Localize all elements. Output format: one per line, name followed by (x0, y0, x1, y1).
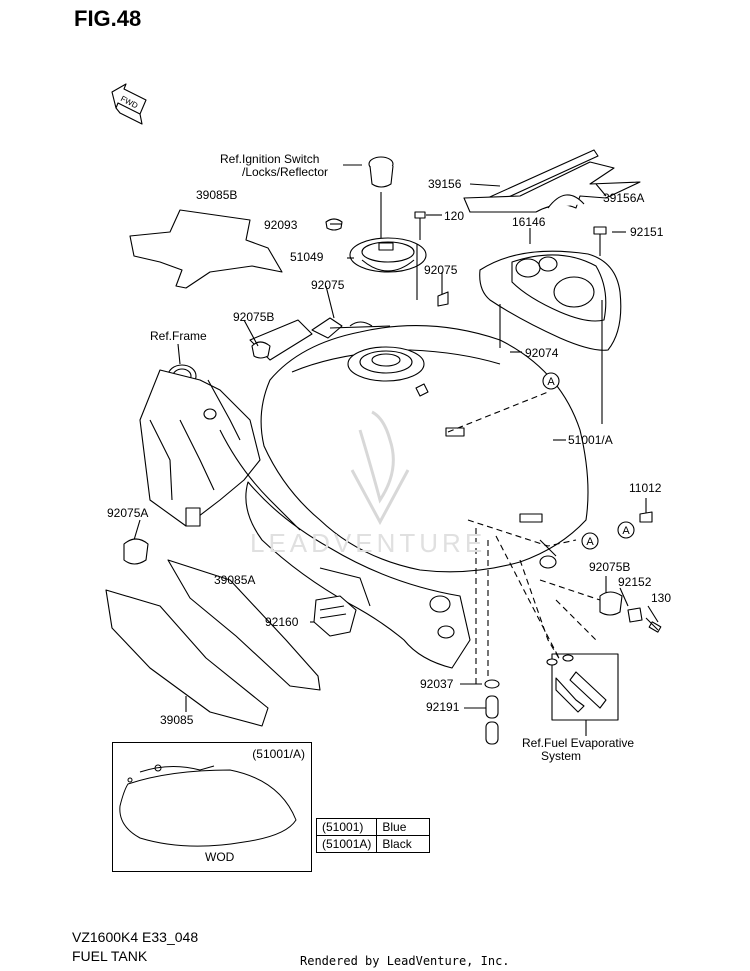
label-92075a: 92075A (107, 506, 149, 520)
clip-11012 (639, 511, 653, 523)
ignition-lock (368, 156, 394, 240)
hose-92191 (485, 695, 499, 745)
meter-cover-16146 (479, 250, 622, 351)
figure-title: FIG.48 (74, 6, 142, 31)
collar-92152 (627, 607, 643, 623)
fuel-evap-box (546, 653, 619, 736)
fwd-arrow-icon: FWD (111, 83, 147, 125)
label-92075b-right: 92075B (589, 560, 631, 574)
label-ref-ignition-2: /Locks/Reflector (242, 165, 329, 179)
watermark (350, 410, 410, 526)
cap-assembly-51049 (349, 237, 427, 273)
label-11012: 11012 (629, 481, 662, 495)
bolt-92151 (593, 226, 607, 256)
label-92152: 92152 (618, 575, 652, 589)
frame-outline (139, 319, 313, 527)
label-ref-fuel-2: System (541, 749, 582, 763)
label-16146: 16146 (512, 215, 546, 229)
strip-39156a (463, 161, 641, 213)
wod-sketch (119, 764, 297, 847)
label-92037: 92037 (420, 677, 454, 691)
model-code: VZ1600K4 E33_048 (72, 929, 199, 945)
label-51049: 51049 (290, 250, 324, 264)
label-39085b: 39085B (196, 188, 238, 202)
label-92151: 92151 (630, 225, 664, 239)
label-92093: 92093 (264, 218, 298, 232)
side-pad-39085 (105, 589, 269, 727)
color-value-cell: Blue (376, 818, 431, 836)
color-table: (51001) Blue (51001A) Black (315, 818, 431, 853)
side-pad-39085a (167, 559, 321, 691)
color-part-cell: (51001A) (315, 835, 378, 853)
label-ref-fuel-1: Ref.Fuel Evaporative (522, 736, 635, 750)
table-row: (51001) Blue (315, 818, 431, 836)
label-92191: 92191 (426, 700, 460, 714)
label-92075-left: 92075 (311, 278, 345, 292)
grommet-92075b-right (599, 591, 623, 616)
label-39156: 39156 (428, 177, 462, 191)
grommet-92075b-top (251, 341, 271, 359)
color-part-cell: (51001) (315, 818, 378, 836)
ref-dash-lines (447, 391, 601, 686)
label-39085: 39085 (160, 713, 194, 727)
color-value-cell: Black (376, 835, 431, 853)
callout-a-markers (542, 372, 635, 550)
figure-name: FUEL TANK (72, 948, 148, 964)
label-130: 130 (651, 591, 672, 605)
label-92074: 92074 (525, 346, 559, 360)
rendered-by: Rendered by LeadVenture, Inc. (300, 954, 510, 968)
label-ref-ignition-1: Ref.Ignition Switch (220, 152, 320, 166)
wod-label: WOD (205, 850, 235, 864)
label-39156a: 39156A (603, 191, 645, 205)
wod-ref-label: (51001/A) (252, 747, 305, 761)
label-92075b-top: 92075B (233, 310, 275, 324)
label-92075-top: 92075 (424, 263, 458, 277)
label-120: 120 (444, 209, 465, 223)
bracket-92160 (313, 595, 357, 637)
grommet-92075 (437, 291, 449, 307)
table-row: (51001A) Black (315, 835, 431, 853)
bolt-130 (645, 617, 662, 633)
label-51001a: 51001/A (568, 433, 613, 447)
clamp-92037 (484, 679, 500, 689)
bolt-120 (414, 211, 442, 300)
watermark-text: LEADVENTURE (250, 528, 486, 558)
grommet-92075a (123, 538, 149, 565)
wod-inset: (51001/A) WOD (112, 742, 312, 872)
label-ref-frame: Ref.Frame (150, 329, 207, 343)
marker-a-1: A (547, 376, 555, 388)
fuel-tank (219, 317, 589, 669)
marker-a-2: A (586, 536, 594, 548)
pad-39085b (129, 209, 283, 289)
marker-a-3: A (622, 525, 630, 537)
label-39085a: 39085A (214, 573, 256, 587)
label-92160: 92160 (265, 615, 299, 629)
